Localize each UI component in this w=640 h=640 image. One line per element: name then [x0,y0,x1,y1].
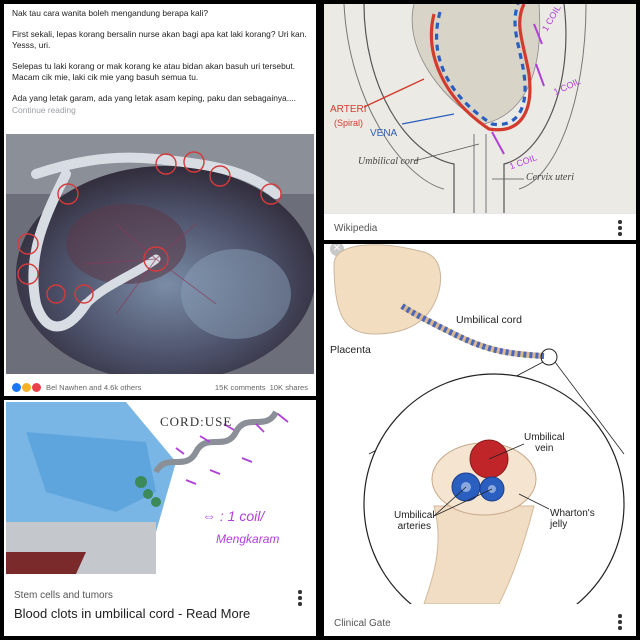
umbilical-cord-label: Umbilical cord [456,314,522,326]
placenta-photo [6,134,314,374]
cord-use-card[interactable]: CORD:USE ⇔ : 1 coil/ Mengkaram Stem cell… [4,400,316,636]
mengkaram-annotation: Mengkaram [216,532,280,546]
wow-icon [22,382,31,392]
facebook-post-card[interactable]: Nak tau cara wanita boleh mengandung ber… [4,4,316,396]
reactions-names[interactable]: Bel Nawhen and 4.6k others [46,382,142,392]
cord-category[interactable]: Stem cells and tumors [14,590,113,601]
love-icon [32,382,41,392]
vena-annotation: VENA [370,128,398,139]
cord-card-title[interactable]: Blood clots in umbilical cord - Read Mor… [14,606,251,621]
cord-cross-section-diagram [333,244,625,604]
post-paragraph-2: Selepas tu laki korang or mak korang ke … [12,60,296,83]
continue-reading-link[interactable]: Continue reading [12,104,76,115]
spiral-annotation: (Spiral) [334,118,364,128]
more-options-icon[interactable] [298,590,302,608]
coil-annotation: ⇔ : 1 coil/ [202,508,265,524]
like-icon [12,382,21,392]
reactions-bar: Bel Nawhen and 4.6k others 15K comments … [12,380,308,394]
arteri-annotation: ARTERI [330,104,367,115]
more-options-icon[interactable] [618,614,622,632]
post-text: Nak tau cara wanita boleh mengandung ber… [12,8,308,116]
post-paragraph-3: Ada yang letak garam, ada yang letak asa… [12,92,297,103]
uterus-diagram: ARTERI (Spiral) VENA 1 COIL 1 COIL 1 COI… [324,4,636,214]
cord-use-photo: CORD:USE ⇔ : 1 coil/ Mengkaram [6,402,314,574]
cervix-label: Cervix uteri [526,172,575,183]
umbilical-cord-label: Umbilical cord [358,156,419,167]
clinical-gate-source[interactable]: Clinical Gate [334,618,391,629]
shares-count[interactable]: 10K shares [269,382,308,392]
wikipedia-source[interactable]: Wikipedia [334,223,378,234]
wikipedia-footer: Wikipedia [324,213,636,240]
comments-count[interactable]: 15K comments [214,382,266,392]
post-question: Nak tau cara wanita boleh mengandung ber… [12,8,209,18]
placenta-label: Placenta [330,344,371,356]
more-options-icon[interactable] [618,220,622,238]
wikipedia-card[interactable]: ARTERI (Spiral) VENA 1 COIL 1 COIL 1 COI… [324,4,636,240]
post-paragraph-1: First sekali, lepas korang bersalin nurs… [12,28,307,51]
corduse-brand: CORD:USE [160,414,233,429]
